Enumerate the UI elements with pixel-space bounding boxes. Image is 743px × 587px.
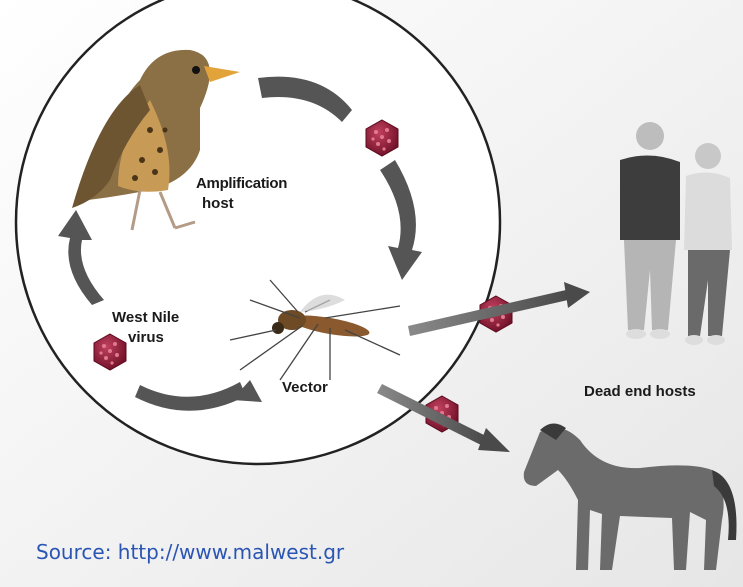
source-caption: Source: http://www.malwest.gr bbox=[36, 540, 344, 564]
amplification-host-label-2: host bbox=[202, 195, 234, 212]
cycle-circle bbox=[16, 0, 500, 464]
vector-label: Vector bbox=[282, 379, 328, 396]
virus-label-2: virus bbox=[128, 329, 164, 346]
virus-label-1: West Nile bbox=[112, 309, 179, 326]
amplification-host-label-1: Amplification bbox=[196, 175, 287, 192]
dead-end-hosts-label: Dead end hosts bbox=[584, 383, 696, 400]
